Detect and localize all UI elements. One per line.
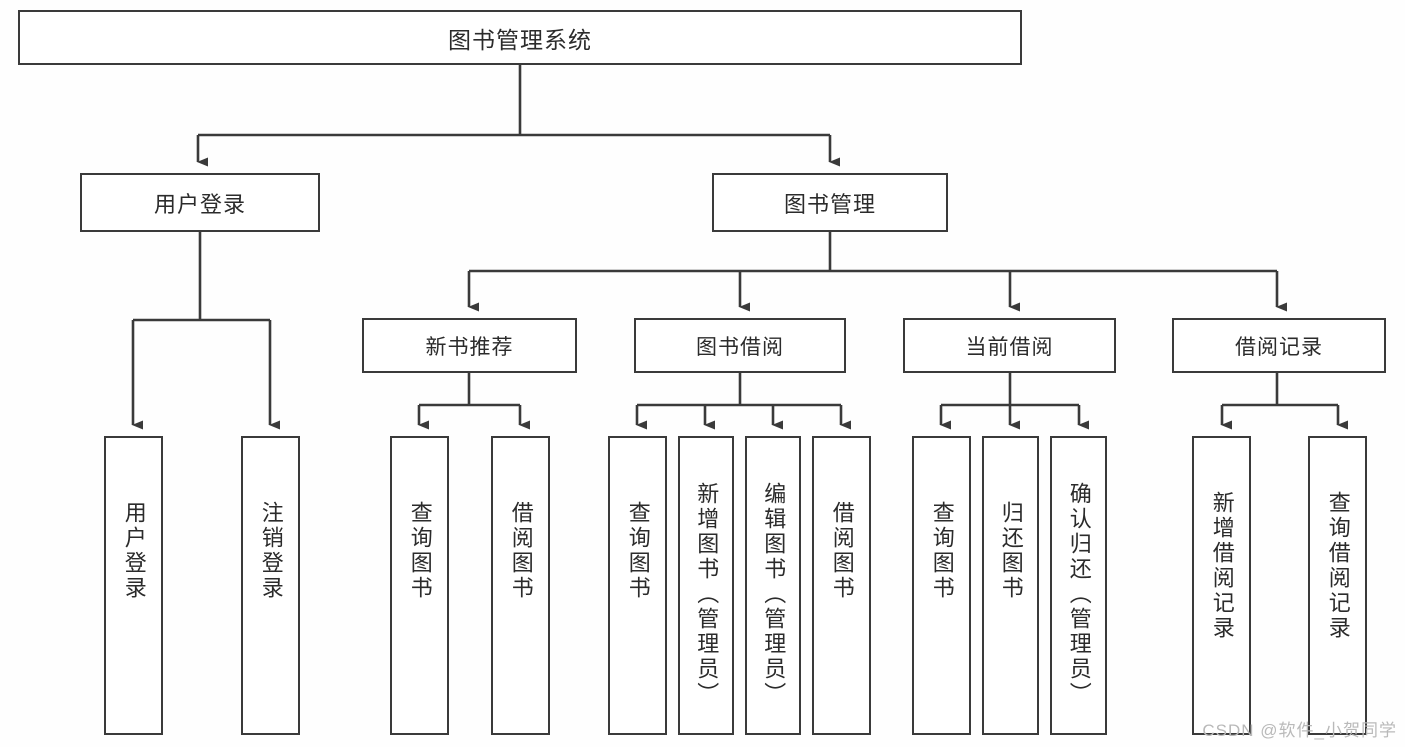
node-label: 当前借阅 [965,335,1054,359]
node-leaf-edit-book[interactable]: 编辑图书（管理员） [745,436,801,735]
node-label: 新增图书（管理员） [694,482,720,707]
node-label: 借阅图书 [508,500,534,601]
node-label: 新增借阅记录 [1209,491,1235,641]
node-leaf-confirm-return[interactable]: 确认归还（管理员） [1050,436,1107,735]
node-label: 查询图书 [625,500,651,601]
node-leaf-query-record[interactable]: 查询借阅记录 [1308,436,1367,735]
node-label: 新书推荐 [425,335,514,359]
node-root[interactable]: 图书管理系统 [18,10,1022,65]
node-borrow-record[interactable]: 借阅记录 [1172,318,1386,373]
node-label: 查询借阅记录 [1325,491,1351,641]
node-leaf-query-book-2[interactable]: 查询图书 [608,436,667,735]
node-label: 借阅图书 [829,500,855,601]
node-user-login[interactable]: 用户登录 [80,173,320,232]
node-leaf-user-login[interactable]: 用户登录 [104,436,163,735]
node-leaf-borrow-book-1[interactable]: 借阅图书 [491,436,550,735]
node-leaf-add-record[interactable]: 新增借阅记录 [1192,436,1251,735]
node-new-book-rec[interactable]: 新书推荐 [362,318,577,373]
watermark: CSDN @软件_小贺同学 [1202,721,1397,740]
node-leaf-logout[interactable]: 注销登录 [241,436,300,735]
node-label: 注销登录 [258,500,284,601]
node-label: 编辑图书（管理员） [761,482,787,707]
node-leaf-return-book[interactable]: 归还图书 [982,436,1039,735]
node-book-manage[interactable]: 图书管理 [712,173,948,232]
node-label: 归还图书 [998,500,1024,601]
node-label: 借阅记录 [1235,335,1323,359]
node-label: 用户登录 [153,191,246,217]
node-leaf-add-book[interactable]: 新增图书（管理员） [678,436,734,735]
node-label: 图书借阅 [696,335,784,359]
node-leaf-query-book-3[interactable]: 查询图书 [912,436,971,735]
node-leaf-query-book-1[interactable]: 查询图书 [390,436,449,735]
node-label: 用户登录 [121,500,147,601]
node-label: 图书管理系统 [448,26,592,53]
node-label: 查询图书 [407,500,433,601]
node-leaf-borrow-book-2[interactable]: 借阅图书 [812,436,871,735]
node-label: 查询图书 [929,500,955,601]
node-label: 图书管理 [783,191,876,217]
node-book-borrow[interactable]: 图书借阅 [634,318,846,373]
node-current-borrow[interactable]: 当前借阅 [903,318,1116,373]
node-label: 确认归还（管理员） [1066,482,1092,707]
